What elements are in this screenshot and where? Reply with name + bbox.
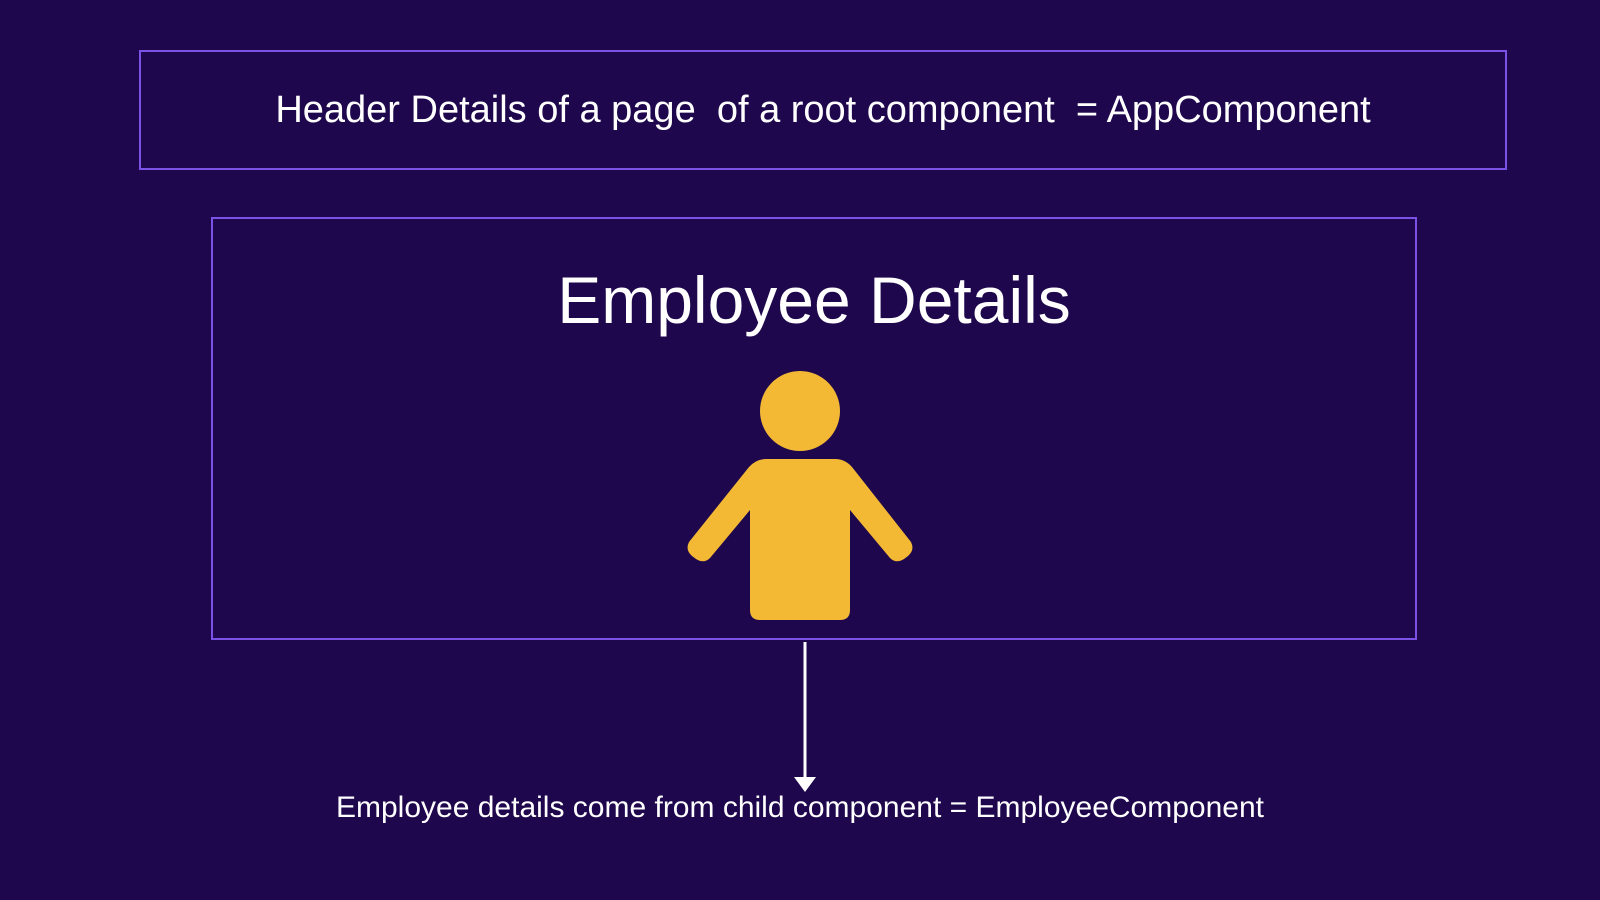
child-component-title: Employee Details	[557, 263, 1071, 337]
root-component-label: Header Details of a page of a root compo…	[275, 89, 1371, 131]
root-component-box: Header Details of a page of a root compo…	[139, 50, 1507, 170]
person-icon	[687, 371, 913, 620]
relation-caption: Employee details come from child compone…	[336, 791, 1264, 824]
child-component-box: Employee Details	[211, 217, 1417, 640]
